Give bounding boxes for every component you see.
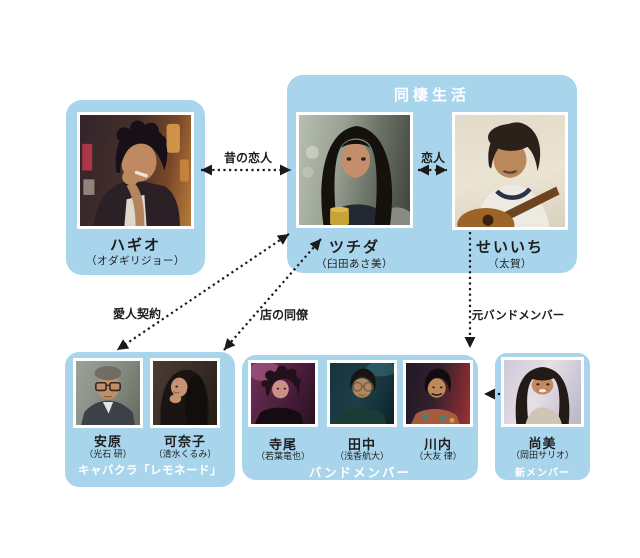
actor-yasuhara: （光石 研） (84, 449, 132, 459)
name-kanako: 可奈子 (163, 434, 206, 449)
name-tsuchida: ツチダ (328, 239, 380, 256)
actor-kawauchi: （大友 律） (414, 451, 462, 461)
yasuhara-portrait-icon (81, 366, 135, 425)
name-seiichi: せいいち (475, 239, 544, 256)
relation-label-shop-colleague: 店の同僚 (259, 308, 309, 322)
naomi-portrait-icon (515, 367, 570, 424)
photo-yasuhara (73, 358, 143, 428)
group-label-band: バンドメンバー (308, 466, 412, 480)
actor-tanaka: （浅香航大） (334, 451, 389, 461)
name-yasuhara: 安原 (93, 434, 122, 449)
name-terao: 寺尾 (268, 437, 297, 452)
actor-seiichi: （太賀） (488, 258, 532, 270)
photo-tsuchida (296, 112, 413, 228)
group-cohabitation: 同棲生活 (287, 75, 577, 273)
name-hagio: ハギオ (109, 237, 161, 254)
relation-label-old-lovers: 昔の恋人 (223, 151, 273, 165)
photo-tanaka (327, 360, 397, 427)
actor-hagio: （オダギリジョー） (86, 255, 185, 267)
name-naomi: 尚美 (528, 436, 557, 451)
relation-label-mistress-contract: 愛人契約 (112, 307, 162, 321)
group-cabaret: 安原 （光石 研） 可奈子 （清水くるみ） キャバクラ「レモネード」 (65, 352, 235, 487)
actor-terao: （若葉竜也） (255, 451, 310, 461)
photo-seiichi (452, 112, 568, 230)
photo-naomi (501, 357, 584, 427)
actor-naomi: （岡田サリオ） (510, 450, 574, 460)
group-band: 寺尾 （若葉竜也） 田中 （浅香航大） 川内 （大友 律） バンドメンバー (242, 355, 478, 480)
name-kawauchi: 川内 (423, 437, 452, 452)
photo-kawauchi (403, 360, 473, 427)
seiichi-portrait-icon (457, 122, 560, 227)
relation-label-lovers: 恋人 (420, 151, 446, 165)
hagio-portrait-icon (82, 120, 189, 226)
tanaka-portrait-icon (336, 363, 394, 424)
group-new-member: 尚美 （岡田サリオ） 新メンバー (495, 353, 590, 480)
kanako-portrait-icon (160, 369, 209, 425)
name-tanaka: 田中 (347, 437, 376, 452)
group-label-new-member: 新メンバー (515, 468, 570, 479)
relation-label-ex-band-member: 元バンドメンバー (471, 310, 565, 322)
actor-kanako: （清水くるみ） (153, 449, 217, 459)
photo-hagio (77, 112, 194, 229)
kawauchi-portrait-icon (411, 368, 460, 424)
group-label-cohabitation: 同棲生活 (393, 87, 470, 104)
card-hagio: ハギオ （オダギリジョー） (66, 100, 205, 275)
group-label-cabaret: キャバクラ「レモネード」 (78, 465, 222, 477)
photo-terao (248, 360, 318, 427)
tsuchida-portrait-icon (302, 126, 410, 225)
actor-tsuchida: （臼田あさ美） (316, 258, 393, 270)
photo-kanako (150, 358, 220, 428)
terao-portrait-icon (251, 363, 304, 424)
